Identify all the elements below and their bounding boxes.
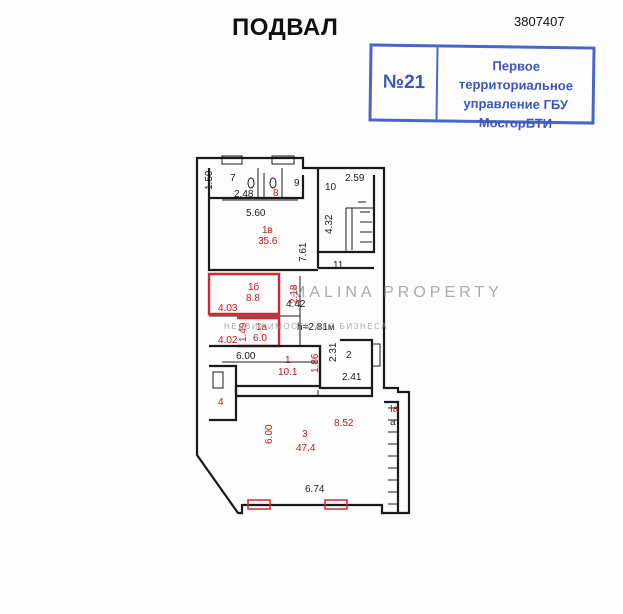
room-2-number: 2 <box>346 350 352 361</box>
dim-2: 2.48 <box>234 189 254 200</box>
dim-3: 5.60 <box>246 208 266 219</box>
room-1a-area: 6.0 <box>253 333 267 344</box>
room-1-area: 10.1 <box>278 367 298 378</box>
dim-12: 6.00 <box>236 351 256 362</box>
window-top-right <box>271 155 295 165</box>
room-1b-number: 1б <box>248 281 260 293</box>
wall-room-11 <box>316 252 374 270</box>
dim-4: 2.59 <box>345 173 365 184</box>
wall-room-4 <box>209 364 238 422</box>
dim-11: 1.49 <box>238 322 249 342</box>
room-7-number: 7 <box>230 173 236 184</box>
document-number: 3807407 <box>514 14 565 29</box>
dim-18: 6.74 <box>305 484 325 495</box>
page-title: ПОДВАЛ <box>232 14 339 41</box>
wall-1v <box>207 198 318 272</box>
room-1b-outline <box>207 272 281 316</box>
dim-7: 4.42 <box>286 299 306 310</box>
dim-5: 4.32 <box>324 214 335 234</box>
room-1a-number: 1а <box>256 322 268 333</box>
room-1v-area: 35.6 <box>258 236 278 247</box>
room-3-number: 3 <box>302 429 308 440</box>
dim-14: 2.31 <box>328 342 339 362</box>
room-11-number: 11 <box>333 260 344 271</box>
toilet-8-icon <box>247 177 255 189</box>
room-a-number: а <box>390 417 396 428</box>
dimension-lines <box>222 199 319 396</box>
dim-13: 1.86 <box>310 353 321 373</box>
stairs-1a <box>388 407 398 505</box>
window-bottom-right <box>324 499 348 510</box>
room-1b-area: 8.8 <box>246 293 260 304</box>
room-8-number: 8 <box>273 188 279 199</box>
wall-corridor <box>209 344 322 396</box>
dim-6: 7.61 <box>298 242 309 262</box>
stairs-10 <box>345 201 374 252</box>
window-bottom-left <box>247 499 271 510</box>
watermark-brand: MALINA PROPERTY <box>292 284 503 301</box>
outer-wall <box>195 156 411 515</box>
wall-stair-1a <box>384 400 400 513</box>
room-3-area: 47.4 <box>296 443 316 454</box>
room-1v-number: 1в <box>262 225 273 236</box>
room-9-number: 9 <box>294 178 300 189</box>
dim-16: 6.00 <box>264 424 275 444</box>
room-10-number: 10 <box>325 182 337 193</box>
room-1-number: 1 <box>285 355 291 366</box>
window-room-2 <box>372 343 381 367</box>
room-4-number: 4 <box>218 397 224 408</box>
watermark-tagline: НЕДВИЖИМОСТЬ ДЛЯ БИЗНЕСА <box>224 322 388 331</box>
dim-8: 4.03 <box>218 303 238 314</box>
dim-15: 2.41 <box>342 372 362 383</box>
ceiling-height: h=2.81м <box>297 322 335 333</box>
window-top-left <box>221 155 243 165</box>
wall-room-3 <box>236 388 374 398</box>
dim-1: 1.50 <box>204 170 215 190</box>
room-1a-stair-number: Iа <box>390 404 399 415</box>
wall-top-rooms <box>207 168 305 200</box>
dim-10: 4.02 <box>218 335 238 346</box>
toilet-4-icon <box>212 371 224 389</box>
dim-17: 8.52 <box>334 418 354 429</box>
toilet-wc-icon <box>269 177 277 189</box>
dim-9: 2.18 <box>289 284 300 304</box>
